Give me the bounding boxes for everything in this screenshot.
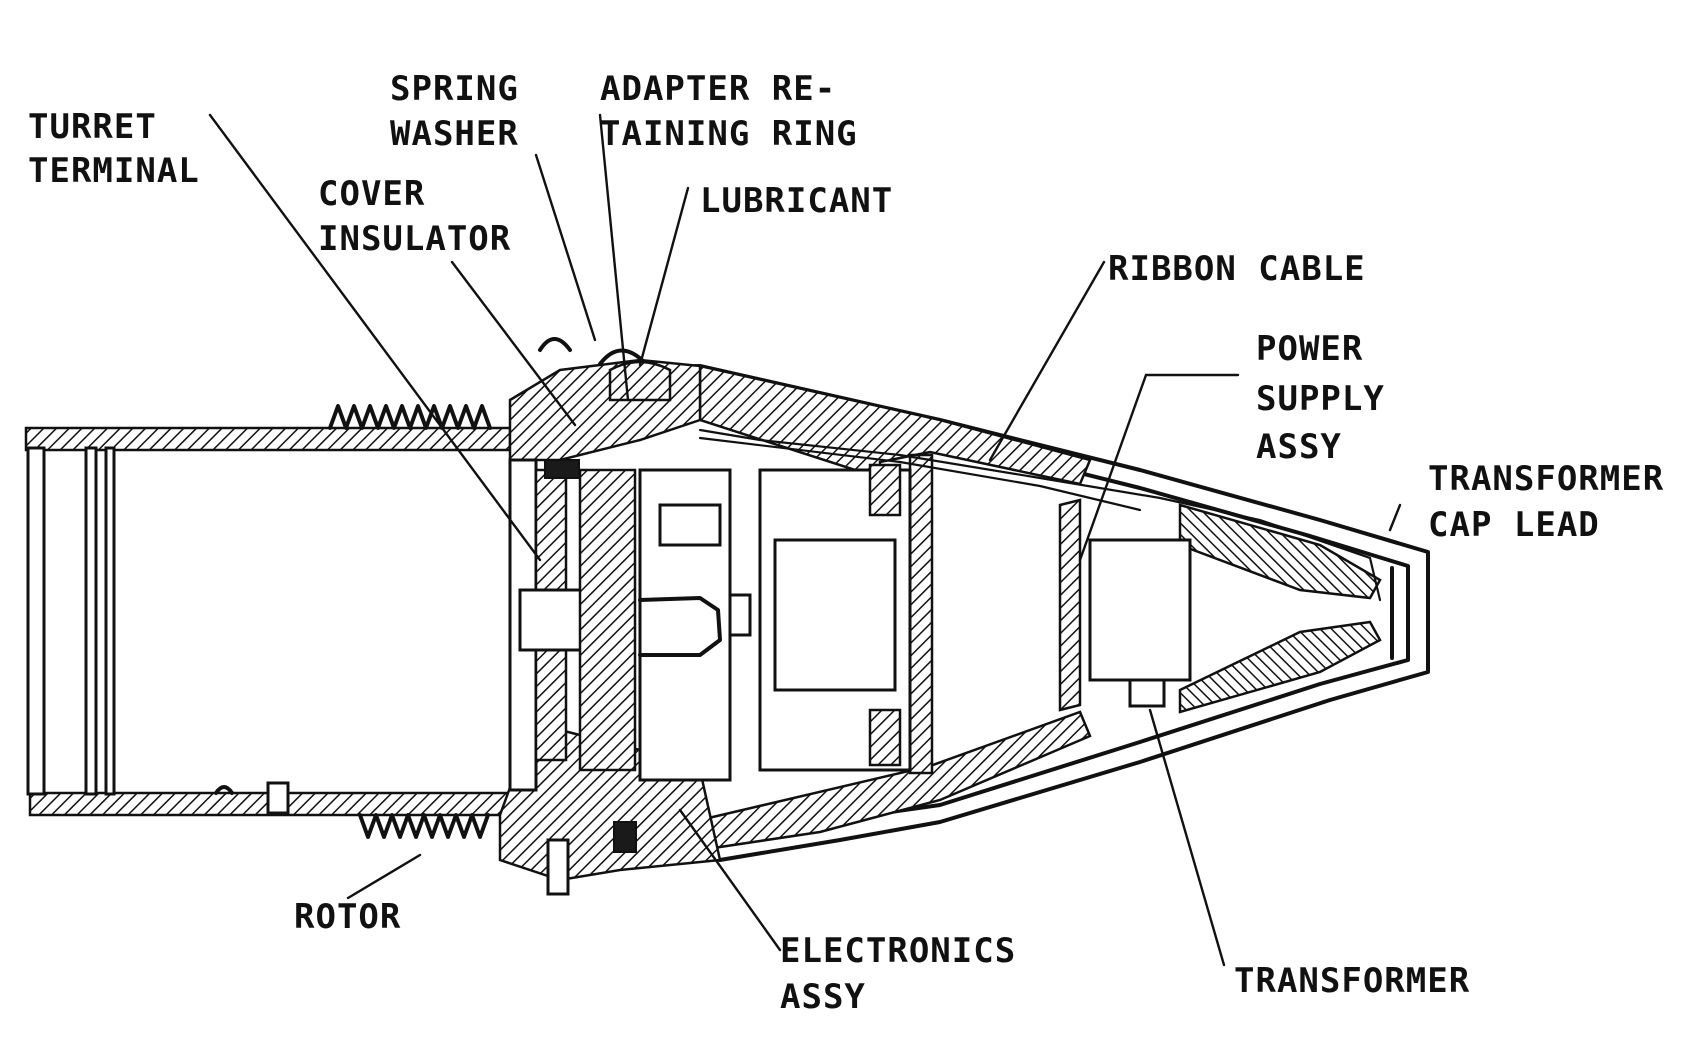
leader-cover-insulator <box>450 260 577 427</box>
housing-top-clip <box>868 463 902 517</box>
retaining-ring-shape <box>598 348 646 366</box>
adapter-retaining-ring-label-1: ADAPTER RE- <box>600 69 836 109</box>
lubricant-region <box>608 360 672 402</box>
ribbon-cable-path-2 <box>698 436 1142 512</box>
central-assembly <box>498 337 1382 896</box>
leader-transformer <box>1148 708 1226 967</box>
leader-transformer-cap-lead <box>1388 503 1402 532</box>
lower-threads <box>358 813 490 839</box>
spring-washer-label-1: SPRING <box>390 69 519 109</box>
tube-inner-ring-2 <box>104 446 116 796</box>
transformer-label: TRANSFORMER <box>1234 961 1470 1001</box>
leader-electronics-assy <box>678 808 782 952</box>
bulkhead <box>908 453 934 775</box>
cone-lower-section <box>698 710 1092 852</box>
spring-washer-shape <box>538 337 572 352</box>
electronics-board-stack <box>578 468 637 772</box>
electronics-cavity <box>638 596 722 657</box>
power-supply-assy-label-1: POWER <box>1256 329 1363 369</box>
electronics-assy-label-1: ELECTRONICS <box>780 931 1016 971</box>
transformer-body <box>1088 538 1192 682</box>
upper-threads <box>328 404 492 430</box>
power-supply-frame <box>1058 498 1082 712</box>
turret-terminal-label-2: TERMINAL <box>28 151 200 191</box>
leader-lubricant <box>638 186 690 367</box>
lower-contact <box>613 821 637 853</box>
transformer-foot <box>1128 678 1166 708</box>
tube-end-flange <box>26 446 46 796</box>
leader-rotor <box>346 853 422 900</box>
rotor-label: ROTOR <box>294 897 401 937</box>
cover-insulator-label-1: COVER <box>318 174 425 214</box>
electronics-assy-label-2: ASSY <box>780 977 866 1017</box>
transformer-lower-taper <box>1178 620 1382 714</box>
housing-bottom-clip <box>868 708 902 767</box>
terminal-pad <box>658 503 722 547</box>
power-supply-assy-label-3: ASSY <box>1256 427 1342 467</box>
leader-spring-washer <box>534 153 597 342</box>
lower-wall-block <box>266 781 290 815</box>
tube-upper-wall <box>24 426 512 452</box>
rotor-upper-hub <box>534 468 568 592</box>
ribbon-cable-label: RIBBON CABLE <box>1108 249 1366 289</box>
lower-stud <box>546 838 570 896</box>
lubricant-label: LUBRICANT <box>700 181 893 221</box>
leader-turret-terminal <box>208 113 542 562</box>
adapter-retaining-ring-label-2: TAINING RING <box>600 114 858 154</box>
turret-terminal-block <box>544 459 580 479</box>
spring-washer-label-2: WASHER <box>390 114 519 154</box>
electronics-connector <box>728 593 752 637</box>
labels: TURRET TERMINAL SPRING WASHER ADAPTER RE… <box>28 69 1664 1017</box>
tube-inner-ring <box>84 446 98 796</box>
rotor-lower-hub <box>534 648 568 762</box>
lower-wall-notch <box>214 785 234 795</box>
transformer-cap-lead-label-2: CAP LEAD <box>1428 505 1600 545</box>
leader-ribbon-cable <box>988 260 1106 462</box>
cover-insulator-label-2: INSULATOR <box>318 219 511 259</box>
power-supply-assy-label-2: SUPPLY <box>1256 379 1385 419</box>
leader-power-supply-assy <box>1078 373 1240 562</box>
leader-lines <box>208 113 1402 967</box>
electronics-module <box>773 538 897 692</box>
leader-adapter-retaining-ring <box>598 113 630 402</box>
ribbon-cable-path <box>698 428 1382 602</box>
transformer-cap-lead-label-1: TRANSFORMER <box>1428 459 1664 499</box>
turret-terminal-label-1: TURRET <box>28 107 157 147</box>
